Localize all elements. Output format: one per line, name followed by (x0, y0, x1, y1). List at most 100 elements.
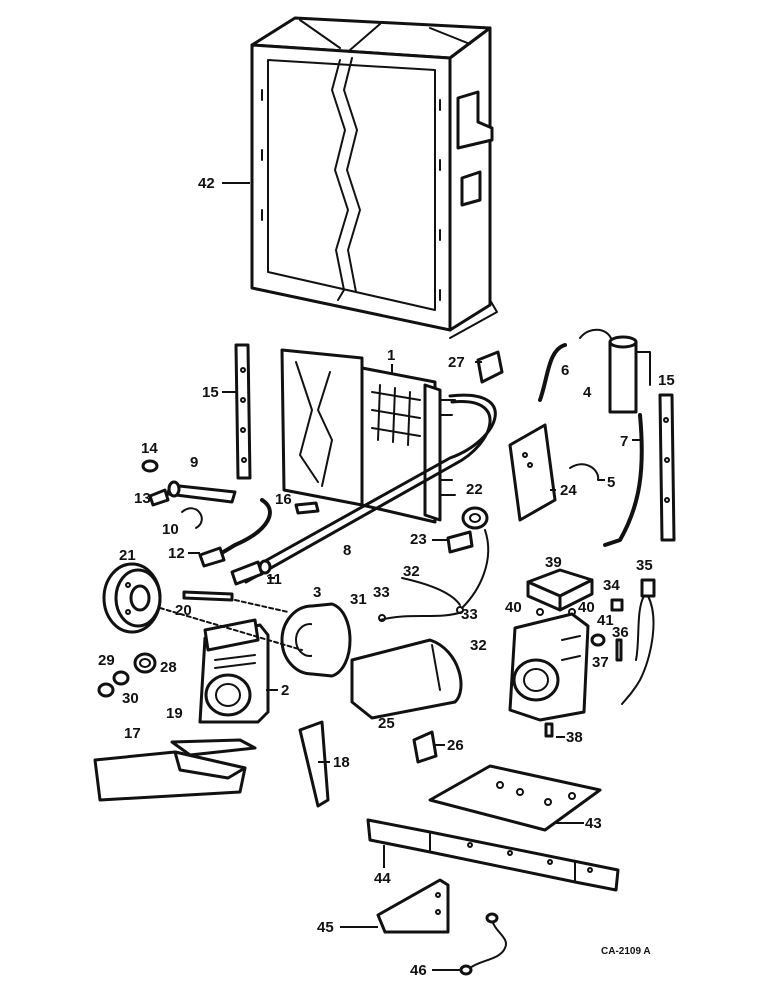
callout-31: 31 (350, 591, 367, 608)
callout-38: 38 (566, 729, 583, 746)
callout-17: 17 (124, 725, 141, 742)
callout-40-left: 40 (505, 599, 522, 616)
support-rail (366, 818, 620, 892)
callout-11: 11 (266, 571, 282, 588)
callout-21: 21 (119, 547, 136, 564)
callout-35: 35 (636, 557, 653, 574)
pin (615, 638, 623, 662)
wire-lead (461, 529, 490, 609)
refrigerant-hose-long (238, 393, 497, 584)
assembly-lines (159, 599, 303, 651)
callout-22: 22 (466, 481, 483, 498)
callout-4: 4 (583, 384, 592, 401)
belt-guard (350, 638, 463, 720)
callout-33-right: 33 (461, 606, 478, 623)
receiver-hose (538, 343, 567, 402)
suction-fitting (166, 480, 237, 504)
callout-5: 5 (607, 474, 615, 491)
o-ring-clip (181, 507, 203, 529)
clutch-wire (378, 577, 464, 622)
retainer (610, 598, 624, 612)
condenser-core (280, 348, 456, 524)
hose-clip (569, 463, 600, 481)
callout-14: 14 (141, 440, 158, 457)
callout-26: 26 (447, 737, 464, 754)
callout-27: 27 (448, 354, 465, 371)
receiver-drier (579, 328, 651, 414)
small-plate (476, 350, 504, 384)
mounting-strip-left (234, 343, 252, 480)
callout-23: 23 (410, 531, 427, 548)
callout-20: 20 (175, 602, 192, 619)
callout-30: 30 (122, 690, 139, 707)
callout-46: 46 (410, 962, 427, 979)
callout-32-right: 32 (470, 637, 487, 654)
head-gasket-left (536, 608, 544, 616)
lock-washer (590, 633, 606, 647)
spacer-bar (182, 590, 234, 602)
callout-41: 41 (597, 612, 614, 629)
fitting-elbow (148, 488, 170, 507)
callout-43: 43 (585, 815, 602, 832)
small-bracket (412, 730, 438, 764)
callout-32-top: 32 (403, 563, 420, 580)
compressor-head (526, 568, 594, 612)
callout-16: 16 (275, 491, 292, 508)
mounting-strip-right (658, 393, 676, 542)
discharge-fitting (230, 559, 272, 586)
callout-1: 1 (387, 347, 395, 364)
callouts: 42 1 27 6 4 15 15 7 14 9 5 24 22 16 13 1… (98, 175, 675, 979)
cap-nut (97, 682, 115, 698)
callout-9: 9 (190, 454, 198, 471)
callout-28: 28 (160, 659, 177, 676)
grommet (461, 506, 489, 530)
callout-8: 8 (343, 542, 351, 559)
callout-13: 13 (134, 490, 151, 507)
callout-42: 42 (198, 175, 215, 192)
wiring-harness (459, 912, 507, 976)
callout-12: 12 (168, 545, 185, 562)
callout-44: 44 (374, 870, 391, 887)
clamp (446, 530, 474, 554)
callout-24: 24 (560, 482, 577, 499)
callout-19: 19 (166, 705, 183, 722)
compressor-clutch (280, 602, 352, 678)
angle-bracket (376, 878, 450, 934)
figure-code: CA-2109 A (601, 946, 651, 957)
callout-33-top: 33 (373, 584, 390, 601)
washer (112, 670, 130, 686)
callout-15-left: 15 (202, 384, 219, 401)
callout-34: 34 (603, 577, 620, 594)
callout-39: 39 (545, 554, 562, 571)
callout-40-right: 40 (578, 599, 595, 616)
liquid-line-hose (603, 413, 644, 547)
callout-37: 37 (592, 654, 609, 671)
callout-29: 29 (98, 652, 115, 669)
mounting-plate (428, 764, 602, 832)
condenser-cover-housing (250, 16, 498, 339)
drive-pulley (102, 562, 162, 634)
callout-10: 10 (162, 521, 179, 538)
compressor-body (508, 612, 590, 722)
hose-bumper (294, 501, 320, 515)
callout-45: 45 (317, 919, 334, 936)
compressor (198, 618, 270, 724)
pressure-switch (621, 578, 656, 705)
callout-25: 25 (378, 715, 395, 732)
callout-7: 7 (620, 433, 628, 450)
suction-hose (198, 498, 272, 568)
callout-36: 36 (612, 624, 629, 641)
callout-6: 6 (561, 362, 569, 379)
drain-plug (544, 722, 554, 738)
callout-18: 18 (333, 754, 350, 771)
support-bracket (298, 720, 330, 808)
cover-plate (508, 423, 557, 522)
callout-2: 2 (281, 682, 289, 699)
seal-ring (133, 652, 157, 674)
callout-15-right: 15 (658, 372, 675, 389)
hose-clamp (141, 459, 159, 473)
compressor-base-bracket (93, 738, 257, 802)
callout-3: 3 (313, 584, 321, 601)
